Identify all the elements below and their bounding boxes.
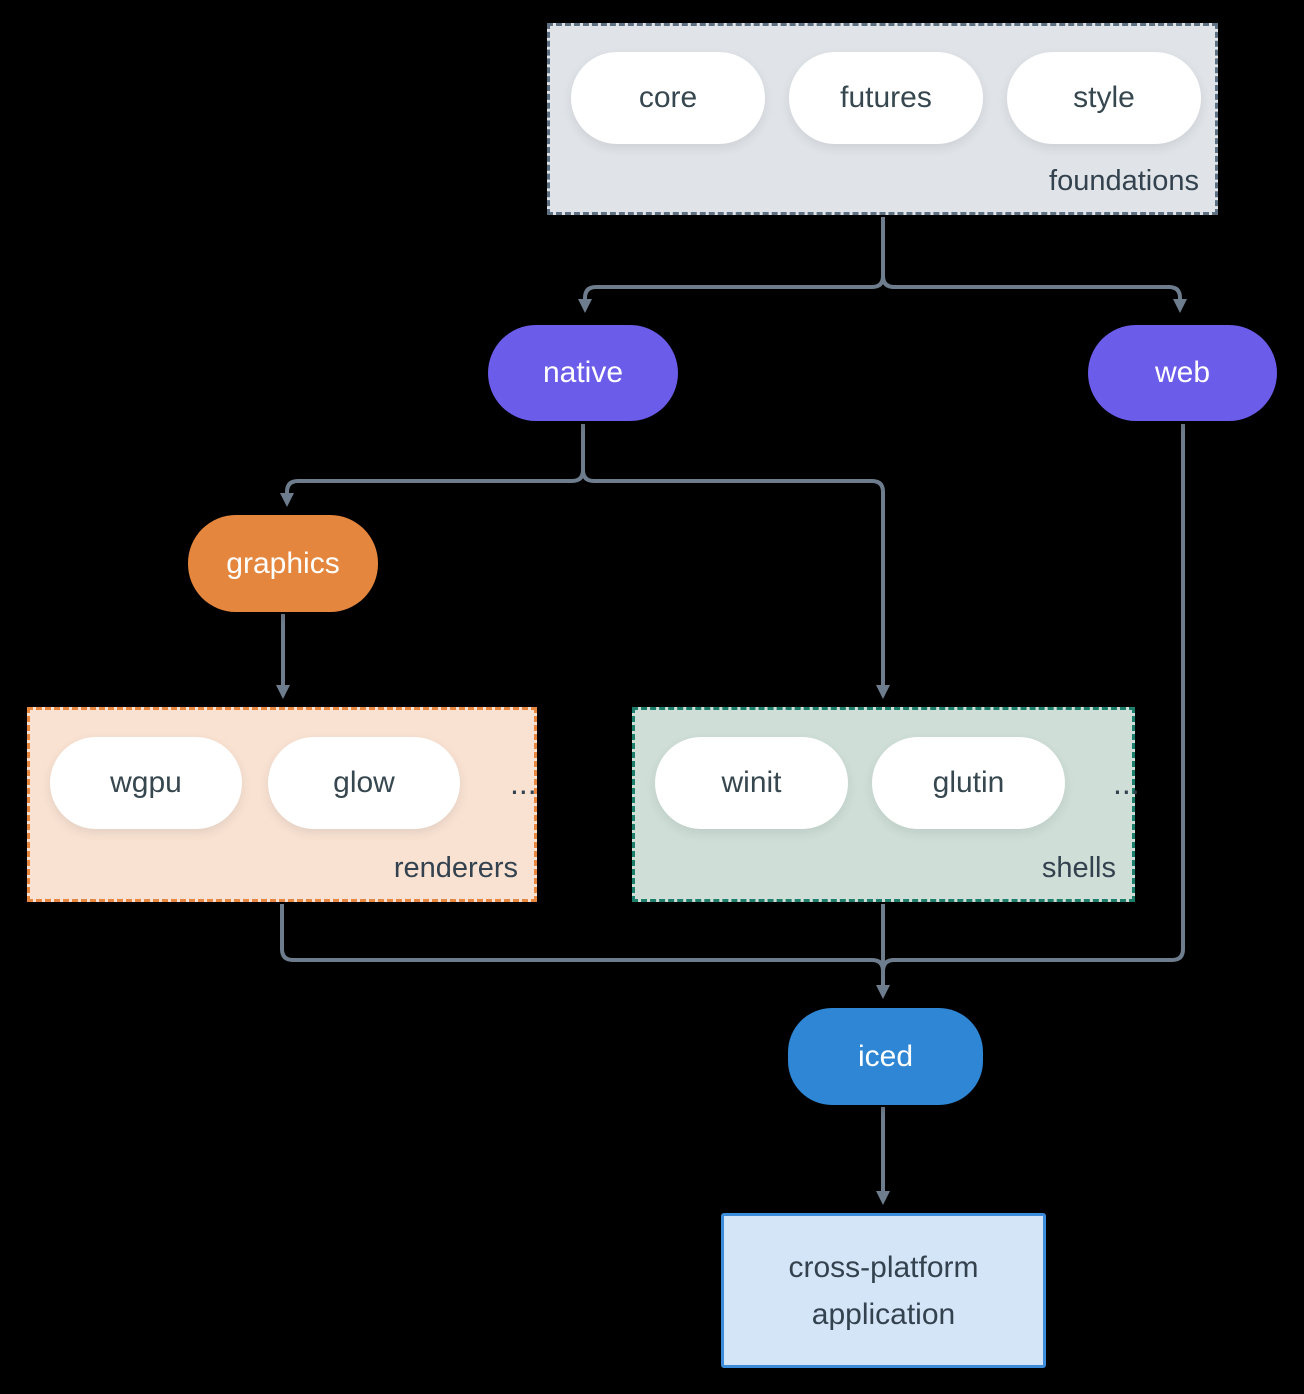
- node-web-label: web: [1154, 356, 1211, 389]
- connector-renderers-to-merge: [280, 904, 885, 978]
- foundations-group-label: foundations: [1049, 165, 1199, 197]
- node-web: web: [1088, 325, 1277, 421]
- node-wgpu: wgpu: [50, 737, 242, 829]
- connector-native-to-graphics: [280, 424, 585, 507]
- shells-group-label: shells: [1041, 852, 1116, 884]
- node-winit-label: winit: [721, 766, 782, 799]
- renderers-group-label: renderers: [393, 852, 518, 884]
- connector-native-to-shells: [581, 424, 890, 699]
- node-graphics: graphics: [188, 515, 378, 612]
- node-glow: glow: [268, 737, 460, 829]
- node-glutin-label: glutin: [932, 766, 1005, 799]
- foundations-pills-row: core futures style: [550, 26, 1215, 144]
- connector-foundations-to-web: [881, 217, 1187, 313]
- node-futures: futures: [789, 52, 983, 144]
- node-glow-label: glow: [333, 766, 395, 799]
- node-glutin: glutin: [872, 737, 1065, 829]
- shells-ellipsis: ...: [1113, 764, 1140, 801]
- foundations-group: core futures style foundations: [547, 23, 1218, 215]
- shells-group: winit glutin ... shells: [632, 707, 1140, 902]
- node-graphics-label: graphics: [226, 546, 340, 580]
- connector-foundations-to-native: [578, 217, 885, 313]
- renderers-pills-row: wgpu glow ...: [30, 710, 537, 829]
- renderers-group: wgpu glow ... renderers: [27, 707, 537, 902]
- renderers-ellipsis: ...: [510, 764, 537, 801]
- node-core-label: core: [638, 81, 698, 114]
- node-native: native: [488, 325, 678, 421]
- cross-platform-application-label: cross-platform application: [788, 1250, 979, 1331]
- node-futures-label: futures: [840, 81, 932, 114]
- shells-pills-row: winit glutin ...: [635, 710, 1140, 829]
- node-iced-label: iced: [857, 1039, 914, 1073]
- node-native-label: native: [542, 356, 624, 389]
- node-winit: winit: [655, 737, 848, 829]
- node-style-label: style: [1073, 81, 1135, 114]
- node-wgpu-label: wgpu: [110, 766, 182, 799]
- node-core: core: [571, 52, 765, 144]
- node-iced: iced: [788, 1008, 983, 1105]
- node-style: style: [1007, 52, 1201, 144]
- cross-platform-application-box: cross-platform application: [721, 1213, 1046, 1368]
